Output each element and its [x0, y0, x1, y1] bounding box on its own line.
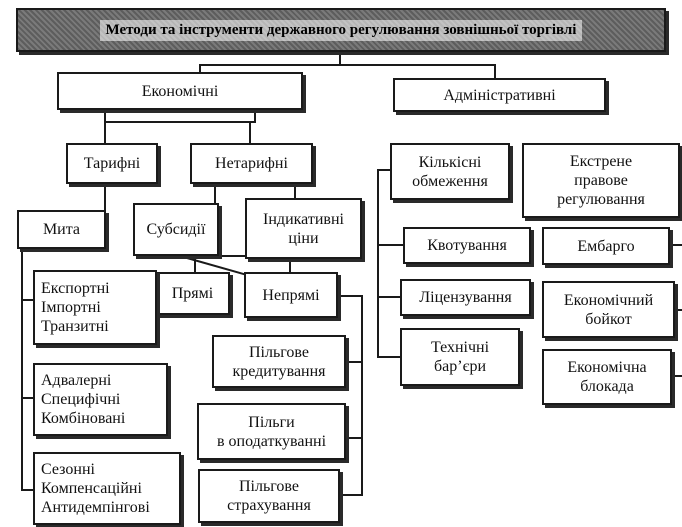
preferential-credit-box: Пільгове кредитування	[212, 335, 346, 388]
duties-box: Мита	[17, 210, 106, 249]
special-duties-box: Сезонні Компенсаційні Антидемпінгові	[33, 452, 181, 525]
diagram-title: Методи та інструменти державного регулюв…	[16, 8, 666, 52]
indirect-subsidies-box: Непрямі	[244, 272, 338, 318]
quantitative-restrictions-box: Кількісні обмеження	[390, 143, 510, 200]
economic-methods-box: Економічні	[57, 72, 303, 110]
technical-barriers-box: Технічні бар’єри	[400, 328, 520, 386]
administrative-methods-box: Адміністративні	[393, 78, 606, 112]
indicative-prices-box: Індикативні ціни	[245, 198, 362, 259]
economic-boycott-box: Економічний бойкот	[542, 281, 675, 338]
tariff-box: Тарифні	[66, 143, 158, 184]
subsidies-box: Субсидії	[133, 203, 219, 256]
tax-benefits-box: Пільги в оподаткуванні	[197, 403, 346, 460]
economic-blockade-box: Економічна блокада	[542, 349, 672, 405]
licensing-box: Ліцензування	[400, 279, 531, 316]
direct-subsidies-box: Прямі	[155, 272, 230, 315]
preferential-insurance-box: Пільгове страхування	[198, 469, 340, 523]
duties-by-method-box: Адвалерні Специфічні Комбіновані	[33, 363, 168, 436]
quotas-box: Квотування	[403, 227, 531, 264]
emergency-regulation-box: Екстрене правове регулювання	[522, 143, 680, 218]
embargo-box: Ембарго	[542, 227, 670, 265]
diagram-title-text: Методи та інструменти державного регулюв…	[99, 19, 583, 41]
duties-by-direction-box: Експортні Імпортні Транзитні	[33, 270, 157, 345]
nontariff-box: Нетарифні	[190, 143, 313, 184]
